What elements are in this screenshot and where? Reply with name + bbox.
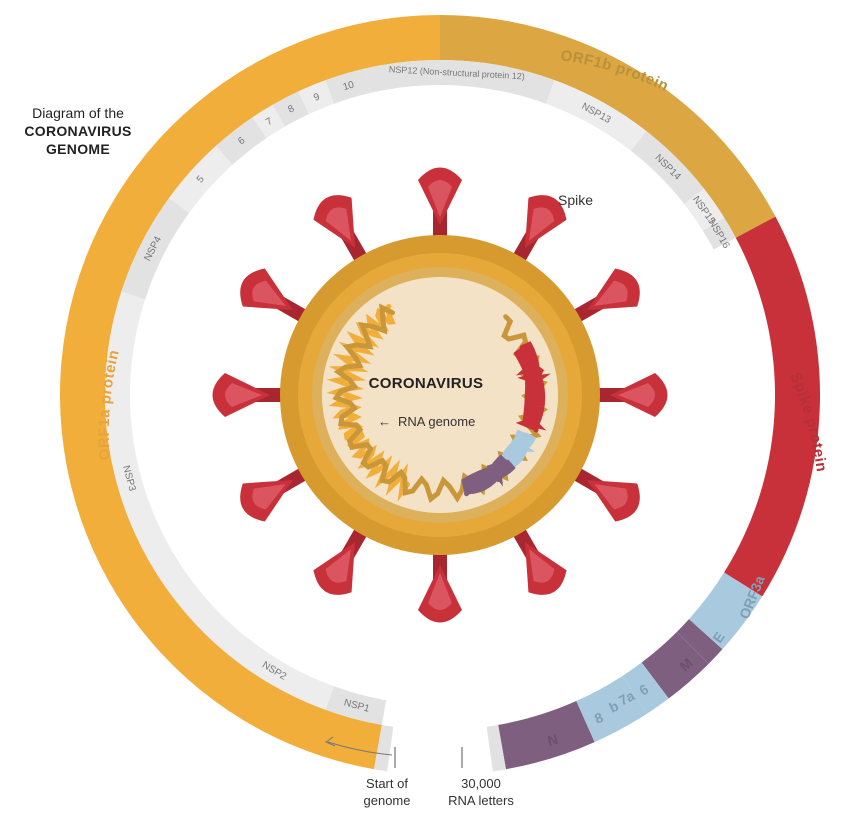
nsp7-segment (252, 104, 285, 138)
start-of-genome-label: Start of genome (352, 775, 422, 809)
rna-genome-strand (326, 303, 551, 503)
nsp9-segment (298, 80, 334, 115)
title-line-3: GENOME (45, 141, 111, 157)
nsp1-segment (325, 686, 387, 725)
spike-10 (212, 373, 290, 417)
nsp6-segment (215, 117, 267, 165)
nsp8-label: 8 (286, 103, 296, 116)
end-line-2: RNA letters (448, 793, 514, 808)
nsp5-label: 5 (195, 174, 207, 186)
nsp6-label: 6 (236, 135, 248, 147)
orf7-8-segment (576, 675, 647, 743)
e-segment (676, 619, 723, 664)
title-line-2: CORONAVIRUS (24, 123, 132, 139)
n-segment (498, 701, 595, 770)
orf7a-label: 7a (616, 687, 637, 709)
start-line-1: Start of (366, 776, 408, 791)
orf1b-segment (440, 15, 776, 238)
spike-7 (418, 545, 462, 623)
nsp8-segment (272, 91, 309, 127)
spike-callout: Spike (558, 192, 594, 208)
nsp-band (105, 59, 736, 725)
rna-genome-label: RNA genome (398, 414, 476, 429)
nsp5-segment (168, 146, 233, 213)
rna-letters-label: 30,000 RNA letters (436, 775, 526, 809)
nsp9-label: 9 (312, 91, 322, 103)
orf6-segment (622, 662, 669, 714)
nsp7-label: 7 (264, 116, 275, 129)
start-line-2: genome (363, 793, 411, 808)
nsp16-segment (702, 217, 736, 250)
orf3a-segment (688, 572, 763, 650)
spike-proteins (212, 167, 668, 623)
nsp3-segment (105, 291, 233, 644)
end-cap-segment (486, 724, 506, 772)
title-line-1: Diagram of the (32, 105, 124, 121)
direction-arrow-head (324, 736, 336, 747)
end-line-1: 30,000 (461, 776, 501, 791)
nsp15-segment (684, 188, 725, 231)
spike-1 (418, 167, 462, 245)
orf1a-segment (59, 15, 440, 770)
rna-accessory-coil (500, 429, 537, 470)
spike-4 (590, 373, 668, 417)
rna-n-coil (461, 454, 516, 497)
rna-arrow-icon: ← (378, 414, 391, 429)
rna-spike-coil (513, 341, 551, 433)
n-label: N (546, 731, 560, 749)
spike-segment (724, 216, 820, 597)
nsp12-segment (364, 59, 555, 104)
m-segment (641, 631, 709, 699)
coronavirus-label: CORONAVIRUS (368, 375, 484, 392)
start-cap-segment (374, 724, 394, 772)
nsp13-segment (546, 80, 647, 151)
nsp10-segment (325, 68, 371, 104)
nsp4-segment (121, 198, 190, 300)
genome-ring (59, 15, 820, 772)
nsp2-segment (215, 625, 334, 710)
diagram-title: Diagram of the CORONAVIRUS GENOME (22, 104, 134, 158)
nsp14-segment (630, 131, 704, 205)
nsp10-label: 10 (342, 79, 356, 93)
direction-arrow (327, 741, 393, 756)
